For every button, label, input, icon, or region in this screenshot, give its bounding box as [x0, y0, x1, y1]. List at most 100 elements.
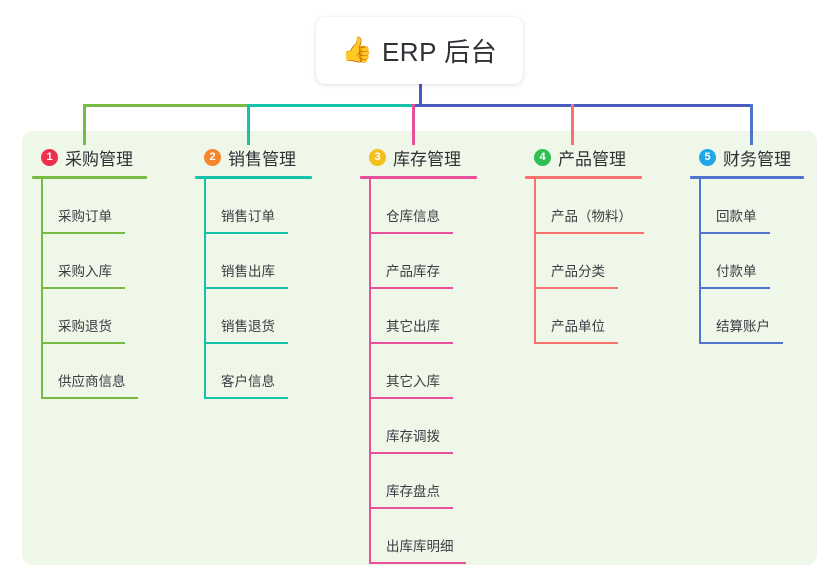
branch-item-label: 采购退货 — [58, 319, 112, 334]
branch-item-label: 采购入库 — [58, 264, 112, 279]
bus-segment-2 — [247, 104, 415, 107]
branch-item-label: 结算账户 — [716, 319, 770, 334]
branch-item[interactable]: 出库库明细 — [369, 509, 477, 564]
branch-item-rule — [371, 562, 466, 564]
branch-item[interactable]: 销售退货 — [204, 289, 312, 344]
branch-header-1[interactable]: 1 采购管理 — [32, 145, 147, 169]
branch-spine-1 — [41, 179, 43, 399]
branch-column-3: 3 库存管理仓库信息产品库存其它出库其它入库库存调拨库存盘点出库库明细 — [360, 145, 477, 564]
branch-drop-3 — [412, 104, 415, 145]
branch-item[interactable]: 库存调拨 — [369, 399, 477, 454]
branch-item[interactable]: 客户信息 — [204, 344, 312, 399]
branch-item-rule — [43, 287, 125, 289]
branch-spine-2 — [204, 179, 206, 399]
branch-title-1: 采购管理 — [65, 149, 133, 169]
branch-item-rule — [536, 232, 644, 234]
branch-item-label: 回款单 — [716, 209, 757, 224]
branch-title-5: 财务管理 — [723, 149, 791, 169]
branch-items-4: 产品（物料） 产品分类产品单位 — [525, 179, 644, 344]
branch-item-rule — [371, 342, 453, 344]
branch-header-4[interactable]: 4 产品管理 — [525, 145, 642, 169]
branch-item[interactable]: 其它出库 — [369, 289, 477, 344]
branch-item-label: 库存盘点 — [386, 484, 440, 499]
branch-drop-1 — [83, 104, 86, 145]
branch-item[interactable]: 销售订单 — [204, 179, 312, 234]
branch-item-label: 供应商信息 — [58, 374, 126, 389]
branch-item[interactable]: 仓库信息 — [369, 179, 477, 234]
branch-spine-4 — [534, 179, 536, 344]
branch-spine-3 — [369, 179, 371, 564]
branch-item-label: 客户信息 — [221, 374, 275, 389]
branch-item[interactable]: 结算账户 — [699, 289, 804, 344]
branch-items-2: 销售订单销售出库销售退货客户信息 — [195, 179, 312, 399]
branch-item[interactable]: 采购入库 — [41, 234, 147, 289]
root-title: ERP 后台 — [381, 37, 498, 67]
branch-rule-1 — [32, 176, 147, 179]
branch-item-label: 采购订单 — [58, 209, 112, 224]
branch-item-rule — [206, 232, 288, 234]
branch-item-label: 产品分类 — [551, 264, 605, 279]
bus-segment-3 — [412, 104, 574, 107]
branch-item[interactable]: 回款单 — [699, 179, 804, 234]
branch-badge-3: 3 — [369, 148, 386, 166]
branch-item[interactable]: 产品库存 — [369, 234, 477, 289]
branch-item-rule — [206, 287, 288, 289]
branch-item-rule — [701, 232, 770, 234]
branch-item-rule — [43, 342, 125, 344]
branch-items-3: 仓库信息产品库存其它出库其它入库库存调拨库存盘点出库库明细 — [360, 179, 477, 564]
branch-title-4: 产品管理 — [558, 149, 626, 169]
branch-item[interactable]: 采购订单 — [41, 179, 147, 234]
root-node[interactable]: 👍 ERP 后台 — [316, 17, 523, 84]
branch-item[interactable]: 产品（物料） — [534, 179, 644, 234]
branch-item[interactable]: 销售出库 — [204, 234, 312, 289]
branch-item[interactable]: 产品单位 — [534, 289, 642, 344]
branch-item-rule — [371, 287, 453, 289]
branch-drop-5 — [750, 104, 753, 145]
branch-column-1: 1 采购管理采购订单采购入库采购退货供应商信息 — [32, 145, 147, 399]
branch-item-label: 其它入库 — [386, 374, 440, 389]
branch-item-rule — [371, 452, 453, 454]
branch-item[interactable]: 库存盘点 — [369, 454, 477, 509]
branch-item-label: 产品库存 — [386, 264, 440, 279]
branch-item-rule — [536, 287, 618, 289]
branch-item-rule — [206, 342, 288, 344]
branch-items-5: 回款单付款单结算账户 — [690, 179, 804, 344]
branch-item-rule — [536, 342, 618, 344]
branch-title-2: 销售管理 — [228, 149, 296, 169]
branch-spine-5 — [699, 179, 701, 344]
branch-item-rule — [43, 232, 125, 234]
bus-segment-1 — [83, 104, 250, 107]
branch-item-label: 仓库信息 — [386, 209, 440, 224]
branch-item-rule — [371, 397, 453, 399]
branch-item-label: 销售订单 — [221, 209, 275, 224]
branch-item-rule — [371, 232, 453, 234]
branch-item-label: 库存调拨 — [386, 429, 440, 444]
root-stem-line — [419, 84, 422, 107]
branch-item[interactable]: 其它入库 — [369, 344, 477, 399]
branch-item-rule — [701, 342, 783, 344]
branch-rule-3 — [360, 176, 477, 179]
thumbs-up-icon: 👍 — [341, 36, 373, 64]
branch-item-rule — [371, 507, 453, 509]
branch-item-label: 其它出库 — [386, 319, 440, 334]
branch-item[interactable]: 产品分类 — [534, 234, 642, 289]
branch-item[interactable]: 采购退货 — [41, 289, 147, 344]
branch-item-rule — [206, 397, 288, 399]
branch-item[interactable]: 付款单 — [699, 234, 804, 289]
branch-item-label: 销售退货 — [221, 319, 275, 334]
branch-item[interactable]: 供应商信息 — [41, 344, 147, 399]
branch-drop-4 — [571, 104, 574, 145]
branch-header-3[interactable]: 3 库存管理 — [360, 145, 477, 169]
branch-rule-4 — [525, 176, 642, 179]
branch-badge-4: 4 — [534, 148, 551, 166]
branch-item-label: 出库库明细 — [386, 539, 454, 554]
diagram-panel — [22, 131, 817, 565]
branch-item-label: 付款单 — [716, 264, 757, 279]
branch-title-3: 库存管理 — [393, 149, 461, 169]
branch-badge-1: 1 — [41, 148, 58, 166]
